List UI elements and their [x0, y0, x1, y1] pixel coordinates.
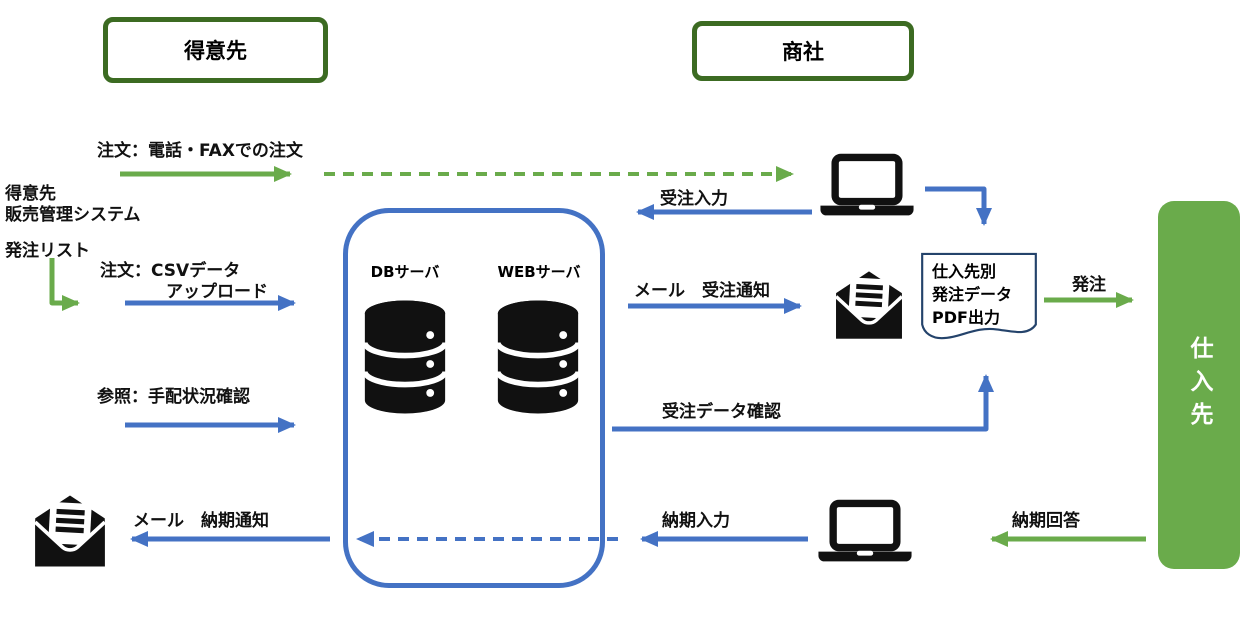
pdf-output-text: 仕入先別 発注データ PDF出力 [932, 260, 1012, 330]
web-server-label: WEBサーバ [497, 263, 581, 281]
order-csv-label-line1: 注文：CSVデータ [100, 261, 241, 281]
pdf-output-line1: 仕入先別 [932, 262, 997, 281]
arrow-order-list-elbow [49, 258, 80, 311]
customer-box: 得意先 [103, 17, 328, 83]
pdf-output-line3: PDF出力 [932, 308, 1000, 328]
order-list-label: 発注リスト [5, 241, 90, 261]
customer-box-label: 得意先 [184, 39, 247, 63]
document-wave-icon [921, 252, 1037, 340]
order-entry-label: 受注入力 [660, 189, 728, 209]
delivery-answer-label: 納期回答 [1012, 511, 1080, 531]
arrow-laptop-to-pdf [925, 186, 992, 226]
order-csv-label-line2: アップロード [166, 282, 268, 302]
order-data-check-label: 受注データ確認 [662, 402, 781, 422]
db-server-label: DBサーバ [370, 263, 440, 281]
customer-system-label-line1: 得意先 [5, 184, 56, 204]
database-icon [496, 300, 580, 414]
delivery-entry-label: 納期入力 [662, 511, 730, 531]
mail-delivery-notice-label: メール 納期通知 [133, 511, 269, 531]
supplier-box: 仕入先 [1158, 201, 1240, 569]
laptop-icon [818, 499, 912, 562]
mail-open-icon [834, 271, 904, 339]
supplier-box-label: 仕入先 [1186, 335, 1212, 435]
order-phone-label: 注文：電話・FAXでの注文 [97, 141, 303, 161]
customer-system-label-line2: 販売管理システム [5, 205, 141, 225]
purchase-order-label: 発注 [1072, 275, 1106, 295]
database-icon [363, 300, 447, 414]
pdf-output-line2: 発注データ [932, 285, 1013, 305]
laptop-icon [820, 153, 914, 216]
trading-company-box-label: 商社 [782, 40, 824, 64]
mail-open-icon [33, 495, 107, 567]
reference-label: 参照：手配状況確認 [97, 387, 250, 407]
trading-company-box: 商社 [692, 21, 914, 81]
mail-order-notice-label: メール 受注通知 [634, 281, 770, 301]
